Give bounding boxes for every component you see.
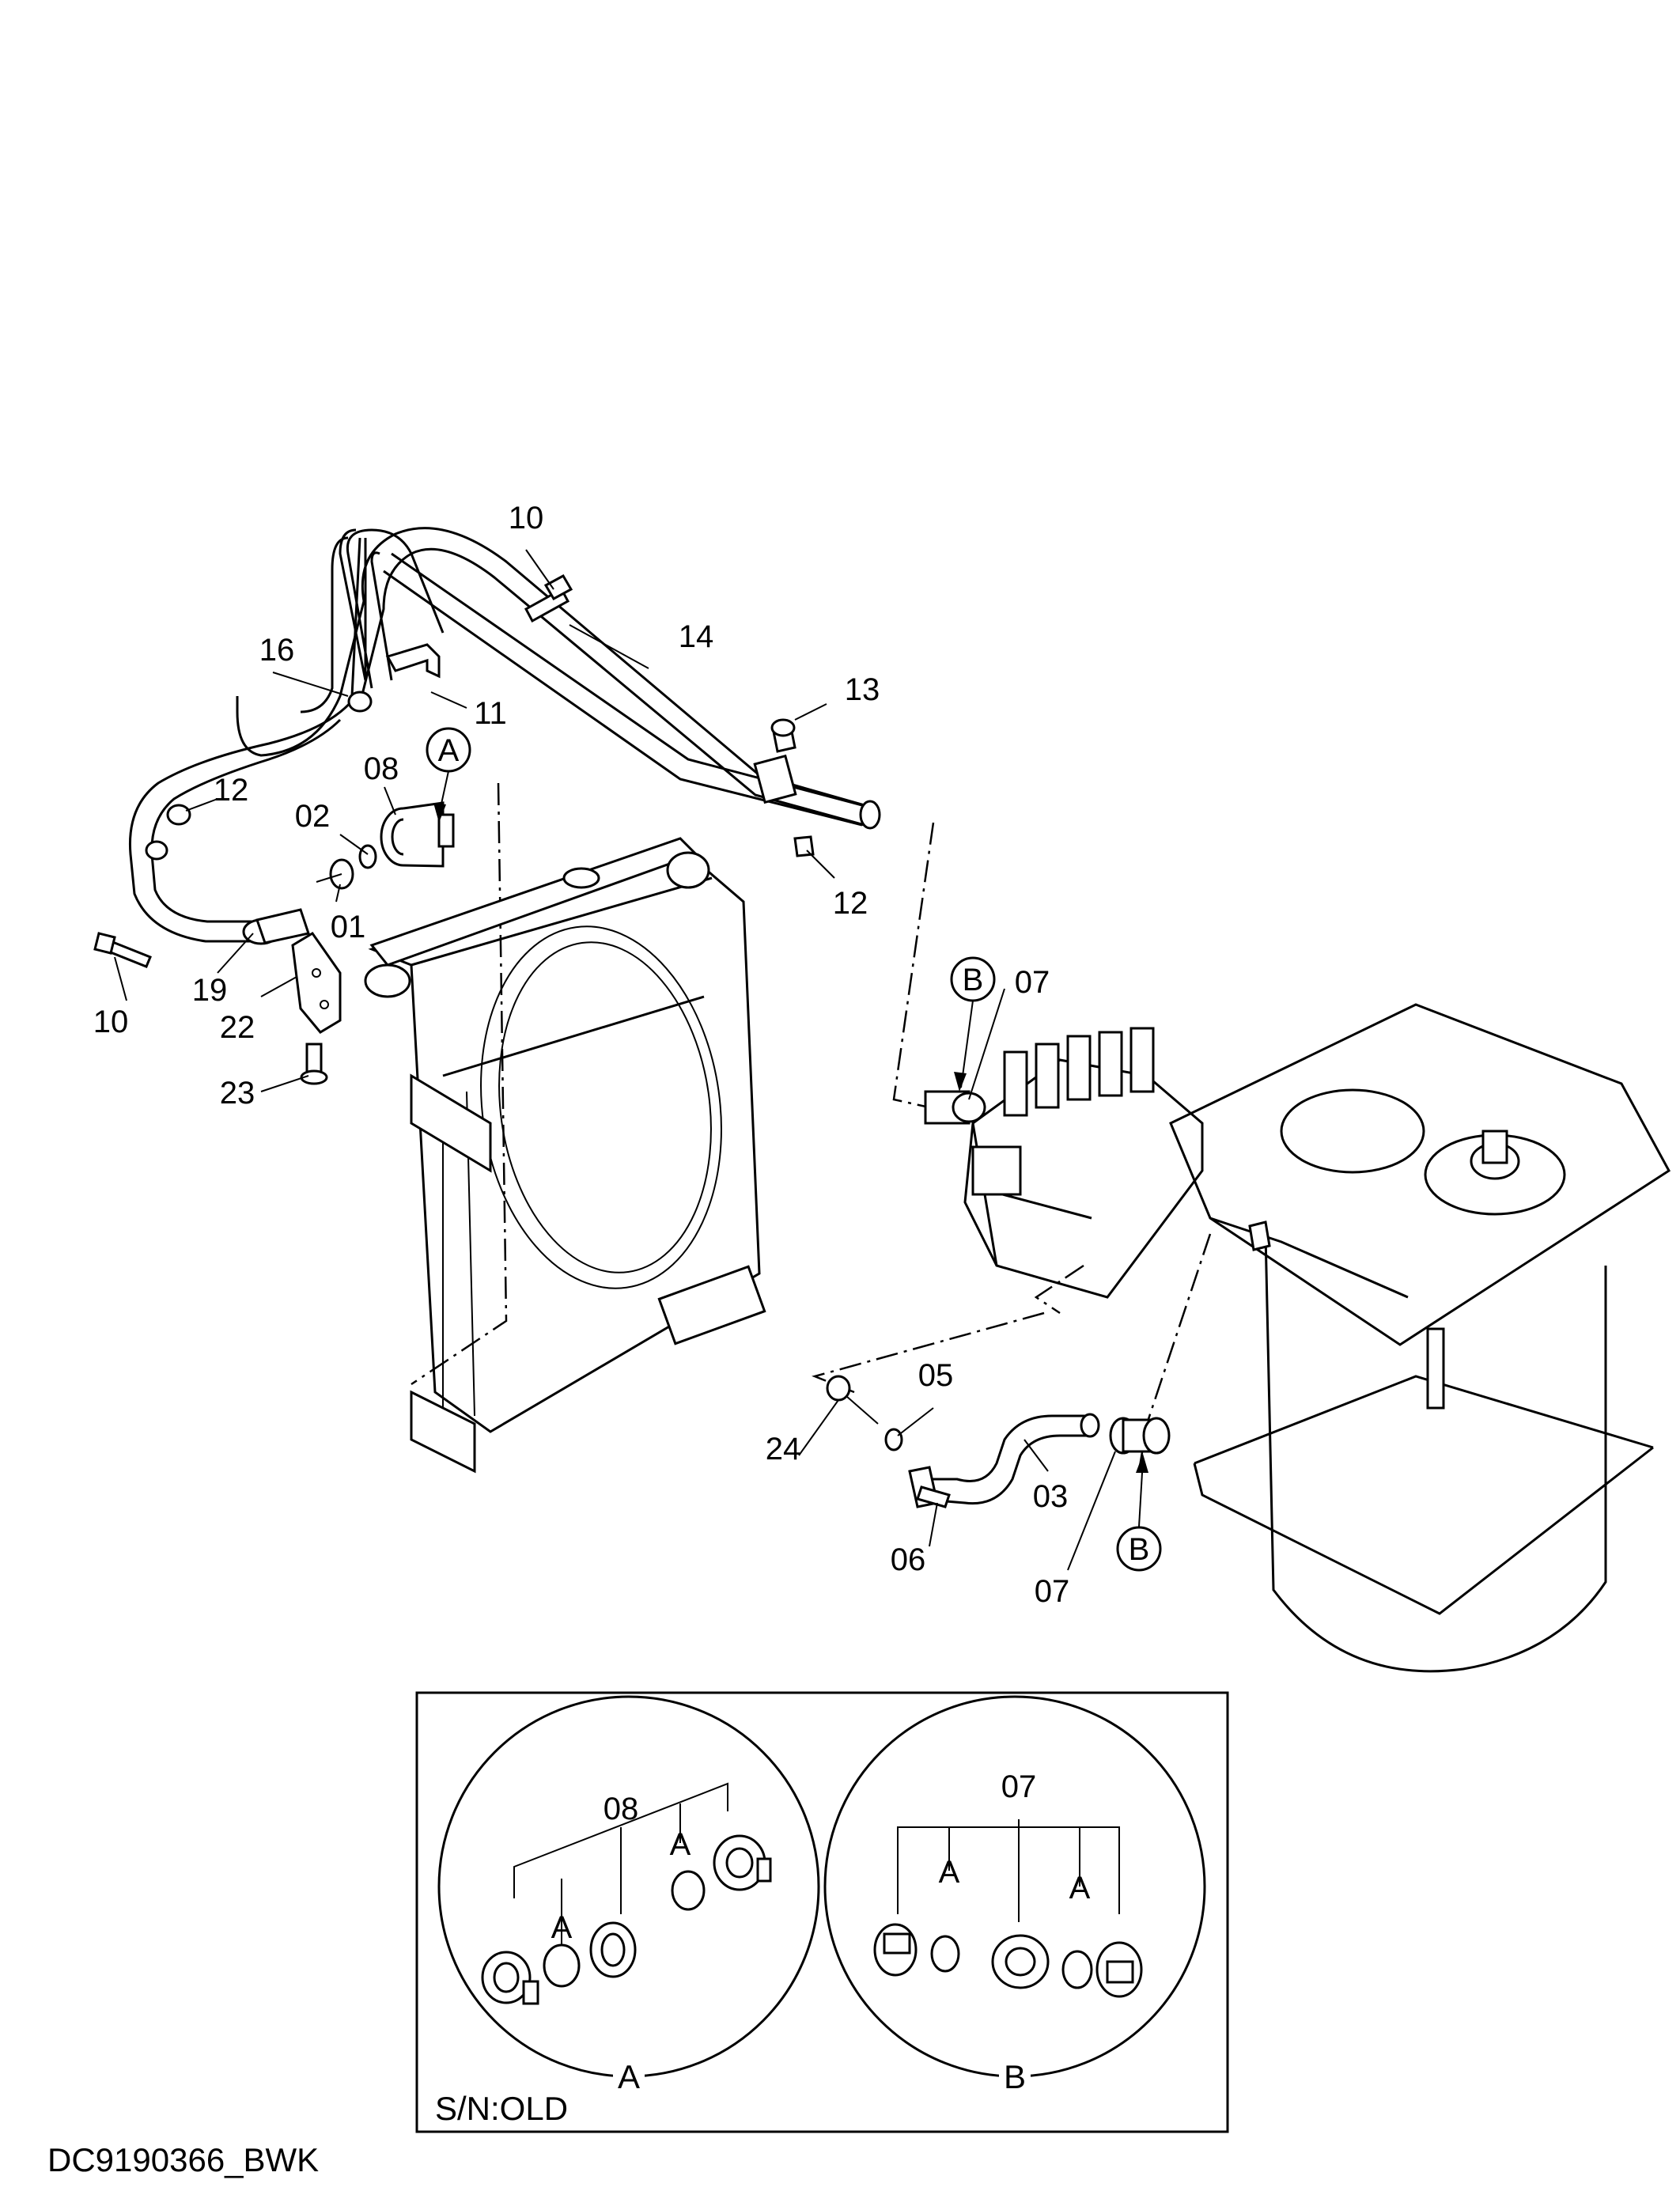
callout-07-top: 07 bbox=[1015, 965, 1050, 1000]
callout-03: 03 bbox=[1033, 1479, 1069, 1514]
callout-22: 22 bbox=[220, 1010, 255, 1045]
detail-b-title: B bbox=[1004, 2058, 1026, 2095]
clamp-07-top bbox=[924, 1090, 986, 1125]
callout-02: 02 bbox=[295, 799, 331, 834]
bolt-10-top bbox=[524, 573, 573, 623]
callout-b-top: B bbox=[963, 963, 984, 997]
callout-a-bubble bbox=[426, 727, 471, 773]
callout-23: 23 bbox=[220, 1076, 255, 1111]
detail-a-sub-left: A bbox=[551, 1910, 573, 1945]
pipe-vertical bbox=[346, 528, 445, 689]
pipe-right-section bbox=[383, 552, 881, 857]
bolt-06 bbox=[916, 1485, 951, 1508]
diagram-code: DC9190366_BWK bbox=[47, 2141, 319, 2178]
callout-24: 24 bbox=[766, 1432, 801, 1466]
leader-lines bbox=[114, 549, 1148, 1571]
callout-08: 08 bbox=[364, 751, 399, 786]
callout-19: 19 bbox=[192, 973, 228, 1008]
detail-a-part: 08 bbox=[604, 1792, 639, 1826]
callout-12-left: 12 bbox=[214, 773, 249, 808]
callout-labels: 10 16 14 11 13 12 08 02 01 10 19 22 23 1… bbox=[93, 501, 1162, 1609]
callout-05: 05 bbox=[918, 1358, 954, 1393]
detail-a-title: A bbox=[618, 2058, 640, 2095]
cap-12-left bbox=[145, 804, 191, 861]
screw-23 bbox=[300, 1043, 328, 1085]
callout-10-top: 10 bbox=[509, 501, 544, 536]
callout-01: 01 bbox=[331, 910, 366, 944]
detail-a-sub-right: A bbox=[670, 1827, 691, 1862]
control-valve bbox=[892, 822, 1204, 1315]
callout-13: 13 bbox=[845, 672, 880, 707]
detail-b-part: 07 bbox=[1001, 1769, 1037, 1804]
plug-01 bbox=[316, 858, 354, 890]
callout-10-left: 10 bbox=[93, 1005, 129, 1039]
clamp-07-bottom bbox=[1109, 1417, 1171, 1455]
clamp-16 bbox=[347, 691, 373, 713]
serial-note: S/N:OLD bbox=[435, 2090, 568, 2127]
callout-14: 14 bbox=[679, 619, 714, 654]
callout-b-bottom: B bbox=[1129, 1532, 1150, 1567]
callout-12-right: 12 bbox=[833, 886, 868, 921]
callout-11: 11 bbox=[474, 696, 507, 731]
clip-11 bbox=[385, 643, 441, 679]
detail-b-sub-right: A bbox=[1069, 1871, 1091, 1905]
oring-05 bbox=[884, 1428, 903, 1451]
detail-b-sub-left: A bbox=[939, 1855, 960, 1890]
detail-box: S/N:OLD 08 A A A bbox=[415, 1691, 1229, 2133]
detail-b: 07 A A B bbox=[823, 1695, 1206, 2095]
detail-a: 08 A A A bbox=[437, 1695, 820, 2095]
bracket-22 bbox=[291, 931, 342, 1034]
callout-b-bottom-bubble bbox=[1116, 1526, 1162, 1572]
pipe-14 bbox=[236, 527, 871, 828]
bolt-10-left bbox=[93, 932, 152, 968]
callout-a-main: A bbox=[438, 733, 460, 768]
clamp-08 bbox=[380, 801, 455, 868]
hose-03 bbox=[812, 1311, 1100, 1508]
callout-b-top-bubble bbox=[950, 956, 996, 1002]
callout-07-bottom: 07 bbox=[1035, 1574, 1070, 1609]
pipe-loop bbox=[128, 695, 358, 945]
plug-24 bbox=[826, 1375, 879, 1425]
callout-16: 16 bbox=[259, 633, 295, 668]
callout-06: 06 bbox=[891, 1542, 926, 1577]
radiator bbox=[364, 782, 766, 1474]
oring-02 bbox=[358, 844, 377, 869]
hydraulic-tank bbox=[1137, 1003, 1671, 1673]
